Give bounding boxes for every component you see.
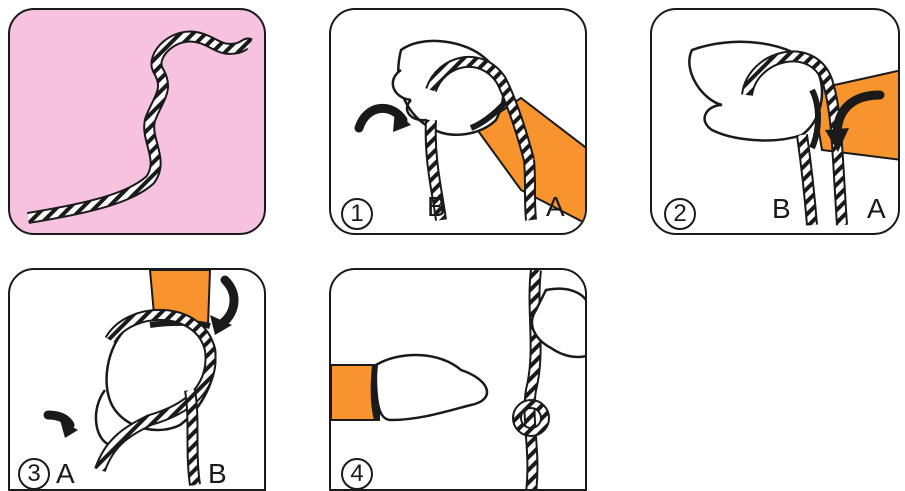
rope-end-label-b: B [208, 460, 227, 488]
rope-end-label-a: A [546, 193, 565, 221]
rope-end-label-a: A [867, 195, 886, 223]
panel-step-1: 1 B A [329, 8, 587, 235]
panel-step-4: 4 [329, 268, 587, 491]
panel-step-3: 3 A B [8, 268, 266, 491]
step-number-badge: 2 [664, 198, 696, 230]
panel-rope-start [8, 8, 266, 235]
rope-end-label-b: B [772, 195, 791, 223]
step-number-badge: 3 [18, 458, 50, 490]
step-number-badge: 1 [341, 198, 373, 230]
rope-illustration [10, 10, 266, 235]
rope-end-label-b: B [427, 193, 446, 221]
rope-end-label-a: A [56, 460, 75, 488]
panel-step-2: 2 B A [650, 8, 900, 235]
step-4-illustration [331, 270, 587, 491]
step-3-illustration [10, 270, 266, 491]
step-number-badge: 4 [341, 458, 373, 490]
